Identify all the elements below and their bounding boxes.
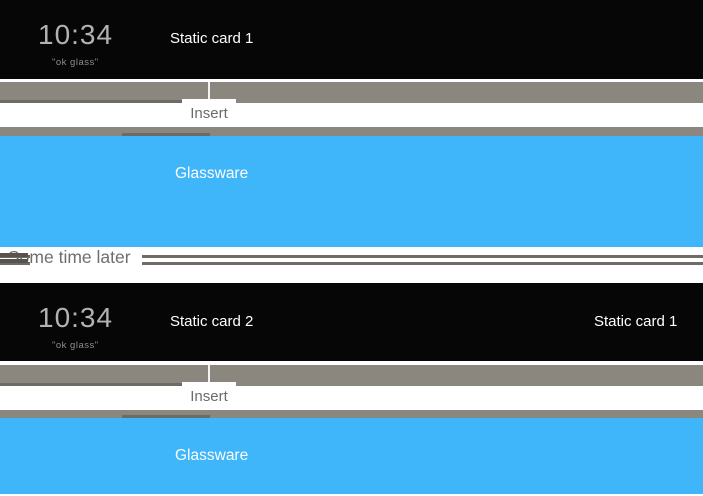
static-card-1-label: Static card 1: [170, 30, 254, 47]
glassware-label: Glassware: [175, 447, 249, 464]
divider-line-bottom: [0, 262, 703, 265]
card-seam: [208, 82, 210, 103]
insert-action-label-after: Insert: [182, 382, 236, 410]
insert-label-text: Insert: [190, 387, 228, 405]
bar-shadow-edge: [0, 100, 182, 103]
timeline-strip-after: 10:34 "ok glass" Static card 2 Static ca…: [0, 283, 703, 361]
bar-shadow-edge: [0, 383, 182, 386]
card-seam: [208, 365, 210, 386]
insert-label-text: Insert: [190, 104, 228, 122]
divider-cap-top: [0, 253, 28, 257]
home-card-clock: 10:34: [38, 302, 114, 333]
static-card-2-label: Static card 2: [170, 313, 254, 330]
divider-label-mask: [30, 247, 142, 270]
divider-cap-bottom: [0, 259, 28, 263]
insert-action-label-before: Insert: [182, 99, 236, 127]
timeline-bar-before: [0, 82, 703, 103]
divider-line-top: [0, 255, 703, 258]
timeline-substrip-after: [0, 410, 703, 418]
bar-shadow-edge: [122, 415, 210, 418]
static-card-1-label: Static card 1: [594, 313, 678, 330]
glassware-label: Glassware: [175, 165, 249, 182]
home-card-clock: 10:34: [38, 19, 114, 50]
glassware-card-before: Glassware: [0, 136, 703, 247]
timeline-bar-after: [0, 365, 703, 386]
timeline-substrip-before: [0, 127, 703, 136]
home-card-hotword: "ok glass": [52, 340, 99, 351]
glassware-card-after: Glassware: [0, 418, 703, 494]
divider-label: Some time later: [8, 247, 131, 267]
bar-shadow-edge: [122, 133, 210, 136]
timeline-strip-before: 10:34 "ok glass" Static card 1: [0, 0, 703, 79]
home-card-hotword: "ok glass": [52, 57, 99, 68]
